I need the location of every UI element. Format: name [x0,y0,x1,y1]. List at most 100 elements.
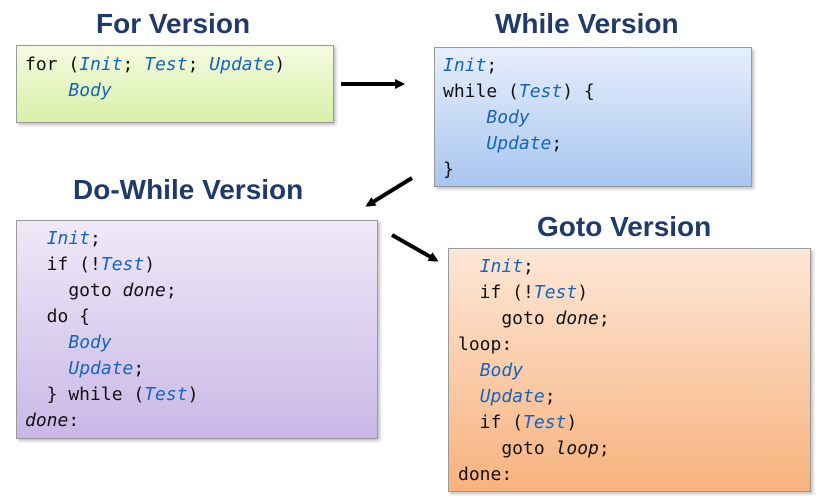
code-keyword: } [443,159,454,180]
code-line: Update; [25,356,198,382]
code-line: if (!Test) [458,280,610,306]
do-while-version-title: Do-While Version [73,174,304,205]
code-label: done [555,308,599,329]
code-line: Body [458,358,610,384]
code-line: goto loop; [458,436,610,462]
code-keyword [458,256,480,277]
code-label: done [25,410,69,431]
code-keyword [458,360,480,381]
code-keyword: goto [458,308,556,329]
code-keyword: ; [165,280,177,301]
code-keyword: ; [598,308,610,329]
arrow-do-while-to-goto-line [391,233,439,262]
goto-version-title: Goto Version [537,211,712,242]
do-while-version-code: Init; if (!Test) goto done; do { Body Up… [25,226,198,434]
code-placeholder: Test [533,282,578,303]
while-version-box: Init;while (Test) { Body Update;} [434,47,752,187]
code-line: } [443,157,595,183]
while-version-title: While Version [495,8,679,39]
for-version-box: for (Init; Test; Update) Body [16,45,334,123]
code-line: for (Init; Test; Update) [25,52,285,78]
code-keyword: ) { [562,81,595,102]
code-label: loop [555,438,599,459]
code-placeholder: Update [209,54,275,75]
code-placeholder: Test [100,254,145,275]
code-placeholder: Body [486,107,530,128]
code-keyword: for ( [25,54,80,75]
goto-version-box: Init; if (!Test) goto done;loop: Body Up… [448,248,811,492]
code-line: Init; [25,226,198,252]
code-placeholder: Update [479,386,545,407]
for-version-code: for (Init; Test; Update) Body [25,52,285,104]
code-line: if (Test) [458,410,610,436]
code-line: Init; [443,53,595,79]
code-keyword [458,386,480,407]
code-keyword [25,332,68,353]
goto-version-code: Init; if (!Test) goto done;loop: Body Up… [458,254,610,488]
code-keyword: do { [25,306,91,327]
do-while-version-box: Init; if (!Test) goto done; do { Body Up… [16,220,378,439]
arrow-while-to-do-while-line [365,176,414,207]
code-keyword: ; [544,386,556,407]
code-keyword: done: [458,464,513,485]
code-keyword: while ( [443,81,519,102]
code-keyword [443,107,486,128]
code-line: Update; [458,384,610,410]
code-placeholder: Init [479,256,524,277]
code-line: } while (Test) [25,382,199,408]
code-keyword: ; [122,54,145,75]
code-keyword [25,358,68,379]
code-keyword: ) [274,54,286,75]
code-keyword [25,228,47,249]
code-keyword: ; [187,54,210,75]
code-keyword: if ( [458,412,524,433]
code-line: Body [25,78,285,104]
code-line: loop: [458,332,610,358]
code-placeholder: Init [79,54,123,75]
code-placeholder: Test [144,54,188,75]
code-placeholder: Update [486,133,552,154]
code-line: goto done; [25,278,198,304]
code-keyword: if (! [25,254,101,275]
code-placeholder: Body [68,332,112,353]
for-version-title: For Version [96,8,251,39]
code-keyword: } while ( [25,384,145,405]
code-placeholder: Init [443,55,487,76]
code-line: Update; [443,131,595,157]
code-keyword: goto [458,438,556,459]
code-placeholder: Update [68,358,134,379]
code-line: goto done; [458,306,610,332]
code-keyword: ) [144,254,156,275]
code-line: done: [25,408,198,434]
code-keyword [443,133,486,154]
code-line: Body [443,105,595,131]
code-placeholder: Init [46,228,91,249]
code-keyword: ) [187,384,199,405]
while-version-code: Init;while (Test) { Body Update;} [443,53,595,183]
code-keyword: ; [90,228,101,249]
code-keyword: goto [25,280,123,301]
code-keyword: ; [133,358,145,379]
code-line: do { [25,304,198,330]
code-placeholder: Test [518,81,563,102]
code-placeholder: Body [68,80,112,101]
code-keyword: ) [577,282,589,303]
code-label: done [122,280,166,301]
code-keyword: : [68,410,80,431]
code-line: Body [25,330,198,356]
code-keyword: if (! [458,282,534,303]
code-line: done: [458,462,610,488]
code-line: while (Test) { [443,79,595,105]
code-line: Init; [458,254,610,280]
code-keyword: ) [566,412,578,433]
code-keyword [25,80,68,101]
code-keyword: ; [598,438,610,459]
code-placeholder: Test [523,412,567,433]
code-keyword: ; [486,55,498,76]
code-line: if (!Test) [25,252,198,278]
code-keyword: loop: [458,334,513,355]
code-keyword: ; [551,133,563,154]
code-placeholder: Body [479,360,524,381]
code-keyword: ; [523,256,534,277]
code-placeholder: Test [144,384,188,405]
